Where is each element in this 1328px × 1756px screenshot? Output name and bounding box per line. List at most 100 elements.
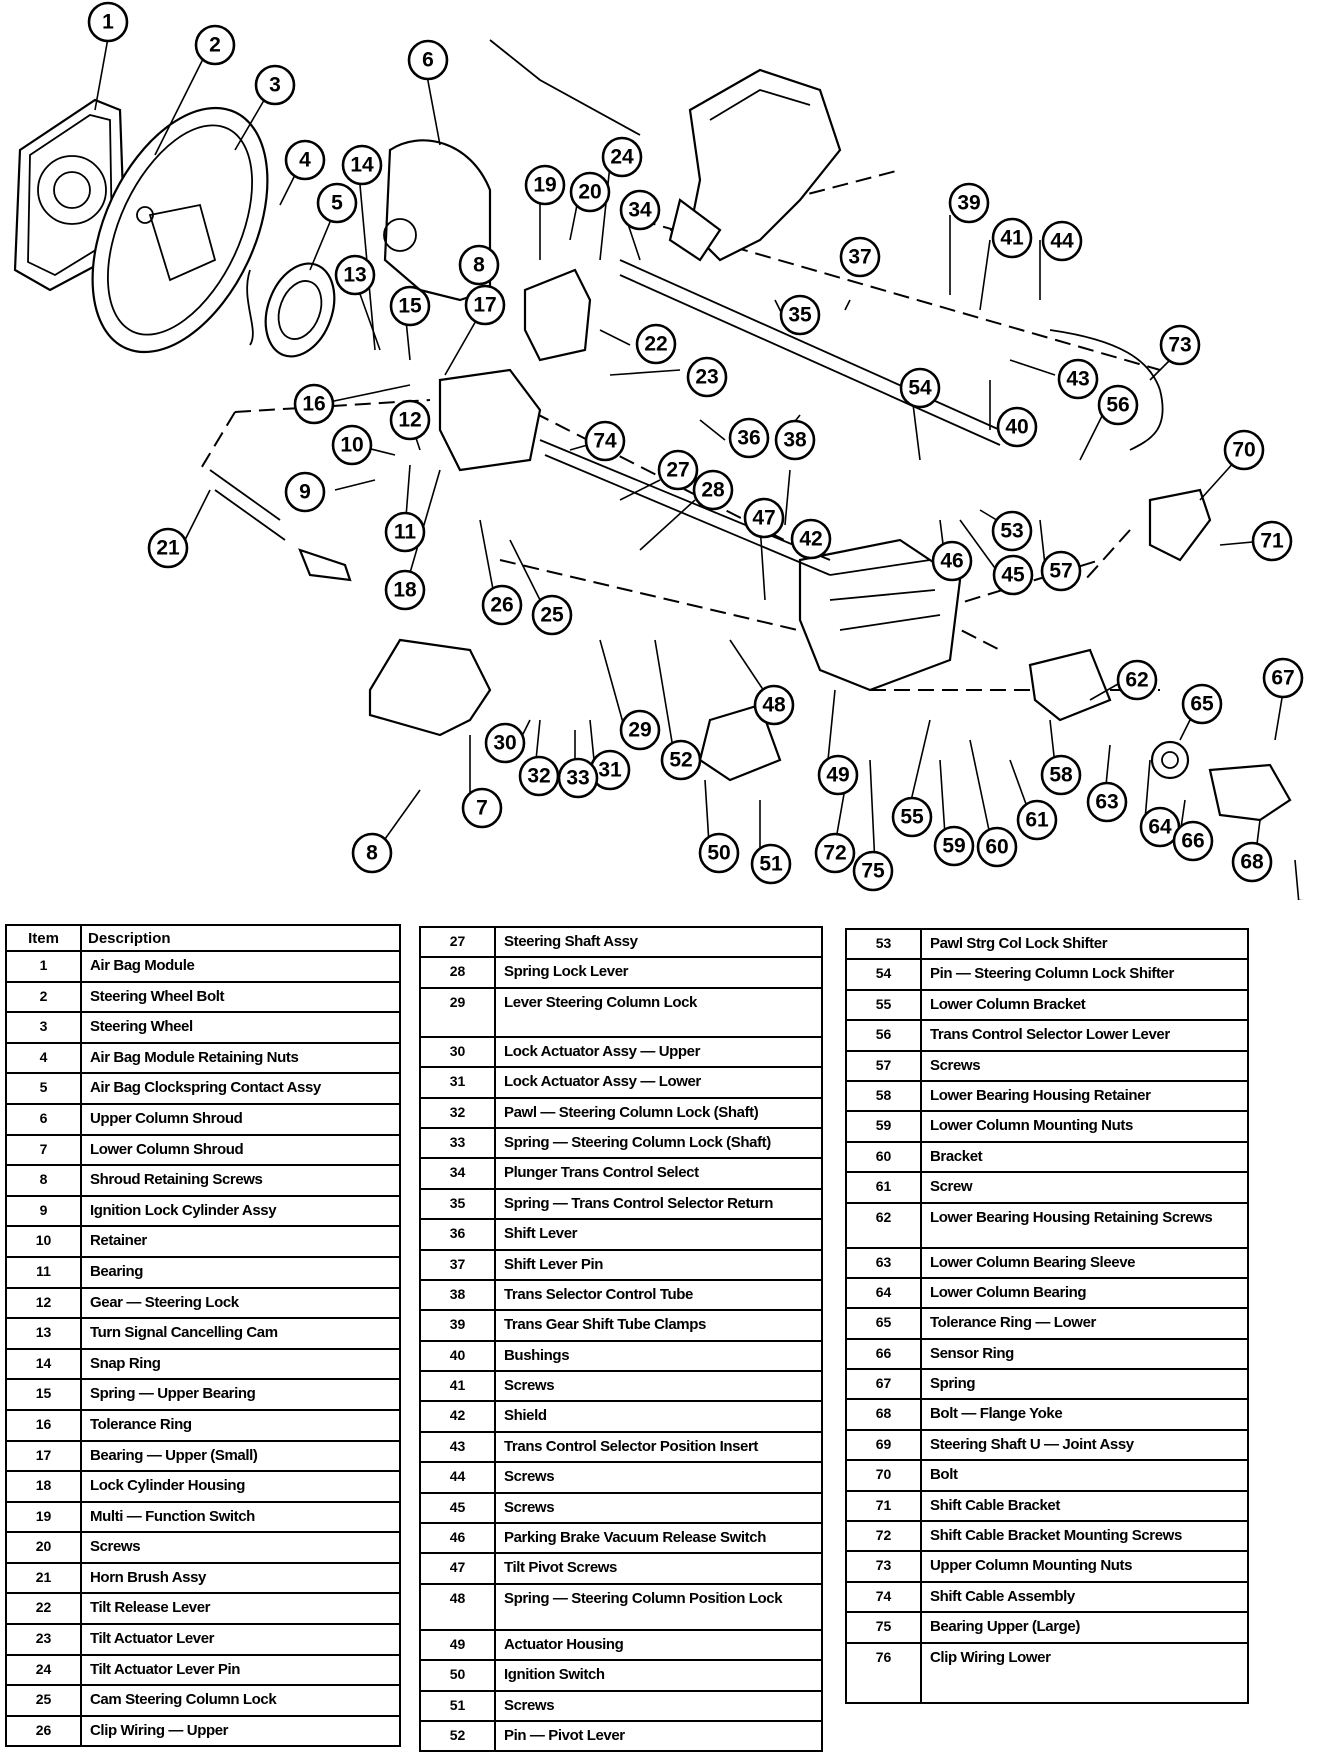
callout-label: 24 [610,146,634,169]
part-description: Shift Lever Pin [494,1248,823,1281]
callout-label: 29 [628,719,651,742]
part-description: Bearing [80,1255,401,1289]
callout-circle [657,449,699,491]
callout-circle [524,164,566,206]
callout-circle [584,420,626,462]
part-description: Multi — Function Switch [80,1500,401,1534]
callout-label: 13 [343,264,366,287]
clockspring-part [246,262,336,358]
callout-73: 73 [1159,324,1201,366]
callout-label: 35 [788,304,812,327]
part-item-number: 27 [419,925,496,959]
callout-label: 17 [473,294,496,317]
callout-circle [728,417,770,459]
callout-circle [461,787,503,829]
part-item-number: 40 [419,1339,496,1373]
callout-circle [1262,657,1304,699]
part-description: Air Bag Module Retaining Nuts [80,1041,401,1075]
callout-circle [996,406,1038,448]
part-description: Steering Wheel [80,1011,401,1044]
part-item-number: 5 [5,1072,82,1105]
callout-58: 58 [1040,754,1082,796]
callout-28: 28 [692,469,734,511]
part-description: Shift Lever [494,1218,823,1251]
part-item-number: 11 [5,1255,82,1289]
callout-56: 56 [1097,384,1139,426]
part-description: Cam Steering Column Lock [80,1684,401,1717]
part-description: Tilt Actuator Lever [80,1623,401,1656]
callout-label: 28 [701,479,725,502]
part-item-number: 36 [419,1218,496,1251]
callout-8: 8 [458,244,500,286]
callout-circle [1040,550,1082,592]
part-description: Trans Gear Shift Tube Clamps [494,1309,823,1342]
callout-label: 56 [1106,394,1129,417]
part-description: Bracket [920,1140,1249,1174]
part-item-number: 19 [5,1500,82,1534]
callout-circle [1097,384,1139,426]
part-description: Shift Cable Bracket [920,1489,1249,1523]
part-item-number: 44 [419,1461,496,1494]
part-item-number: 13 [5,1317,82,1350]
callout-label: 25 [540,604,564,627]
callout-label: 42 [799,528,822,551]
callout-label: 32 [527,765,550,788]
callout-label: 52 [669,749,692,772]
callout-circle [331,424,373,466]
part-description: Upper Column Shroud [80,1102,401,1136]
callout-41: 41 [991,217,1033,259]
callout-circle [284,139,326,181]
callout-59: 59 [933,825,975,867]
callout-63: 63 [1086,781,1128,823]
part-item-number: 28 [419,956,496,989]
callout-circle [458,244,500,286]
callout-circle [743,497,785,539]
part-item-number: 12 [5,1286,82,1320]
callout-label: 12 [398,409,421,432]
callout-47: 47 [743,497,785,539]
steering-shaft-part [539,439,831,576]
callout-74: 74 [584,420,626,462]
shift-cable-part [489,39,1164,451]
part-item-number: 8 [5,1164,82,1197]
callout-67: 67 [1262,657,1304,699]
callout-6: 6 [407,39,449,81]
part-item-number: 62 [845,1201,922,1249]
part-description: Screws [494,1689,823,1722]
callout-19: 19 [524,164,566,206]
callout-label: 74 [593,430,617,453]
callout-13: 13 [334,254,376,296]
support-bracket-part [668,68,842,262]
callout-68: 68 [1231,841,1273,883]
callout-label: 43 [1066,368,1089,391]
part-item-number: 57 [845,1049,922,1082]
part-item-number: 64 [845,1276,922,1310]
callout-33: 33 [557,757,599,799]
callout-circle [839,236,881,278]
callout-26: 26 [481,584,523,626]
part-description: Plunger Trans Control Select [494,1157,823,1190]
callout-51: 51 [750,843,792,885]
part-description: Trans Control Selector Lower Lever [920,1019,1249,1052]
callout-37: 37 [839,236,881,278]
part-item-number: 54 [845,958,922,991]
part-item-number: 31 [419,1066,496,1099]
callout-label: 70 [1232,439,1255,462]
part-description: Steering Shaft U — Joint Assy [920,1428,1249,1462]
part-item-number: 56 [845,1019,922,1052]
callout-label: 60 [985,836,1008,859]
